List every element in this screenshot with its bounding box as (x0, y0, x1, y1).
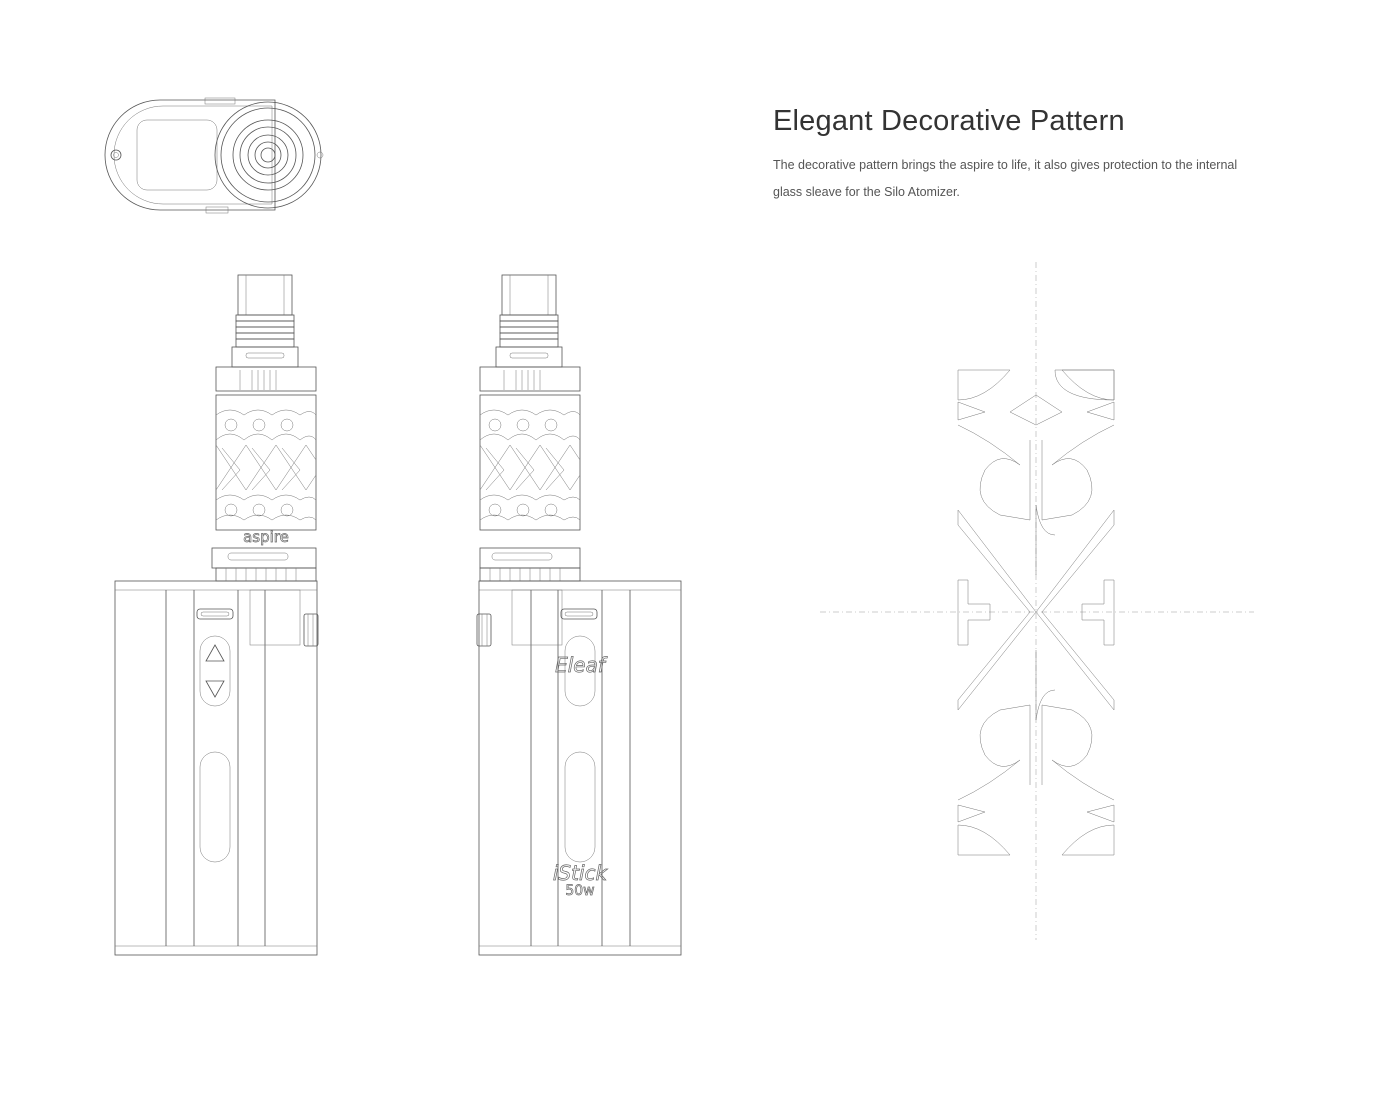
device-top-view (104, 97, 324, 214)
section-title: Elegant Decorative Pattern (773, 105, 1125, 137)
section-description: The decorative pattern brings the aspire… (773, 158, 1238, 199)
tank-brand-logo: aspire (243, 528, 289, 546)
mod-wattage-logo: 50w (565, 883, 594, 899)
decorative-pattern-drawing (820, 262, 1254, 940)
device-front-view: aspire (114, 274, 319, 956)
mod-brand-logo: Eleaf (555, 653, 608, 677)
device-back-view: Eleaf iStick 50w (476, 274, 682, 956)
mod-model-logo: iStick (553, 861, 609, 885)
